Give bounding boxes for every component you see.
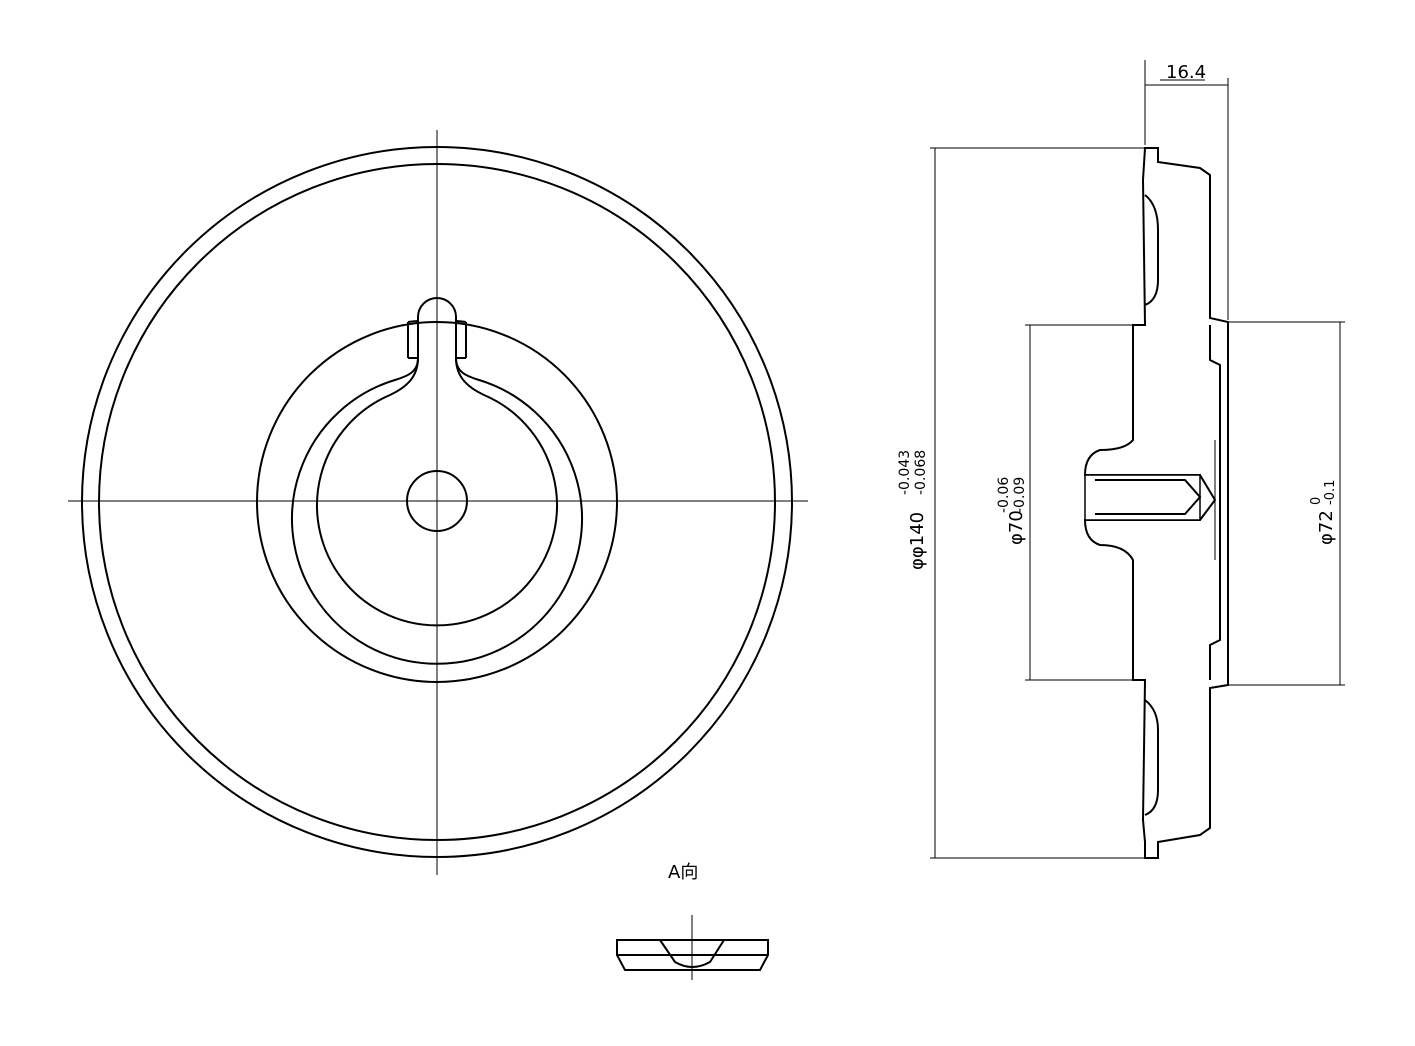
dim-hub-upper-tol: -0.06 [996,477,1012,513]
recess [1209,325,1221,680]
keyway-slot [407,320,467,359]
dim-recess-upper-tol: 0 [1309,497,1324,505]
dim-hub-diameter: φ70 [1006,510,1027,545]
front-view [68,130,808,875]
lower-groove [1144,699,1159,816]
section-view [1083,147,1229,859]
a-view: A向 [616,862,769,980]
dim-width-top: 16.4 [1166,62,1206,83]
section-body [1083,147,1229,859]
keyway-inner [316,357,558,627]
threaded-bore [1084,474,1201,521]
view-label: A向 [668,862,698,883]
dim-recess-diameter: φ72 [1316,510,1337,545]
dim-outer-diameter: φφ140 [907,512,928,570]
dim-recess-lower-tol: -0.1 [1323,480,1338,505]
dim-hub-lower-tol: -0.09 [1012,477,1028,513]
bore-thread [1095,479,1202,515]
upper-groove [1144,194,1159,306]
dim-outer-lower-tol: -0.068 [913,450,929,495]
rim-circle [98,163,776,841]
hub-circle [256,321,618,683]
outer-circle [81,146,793,858]
dimensions: 16.4 φφ140 -0.043 -0.068 φ70 -0.06 -0.09… [897,60,1345,859]
a-view-profile [616,939,769,971]
center-hole [406,470,468,532]
dim-outer-upper-tol: -0.043 [897,450,913,495]
